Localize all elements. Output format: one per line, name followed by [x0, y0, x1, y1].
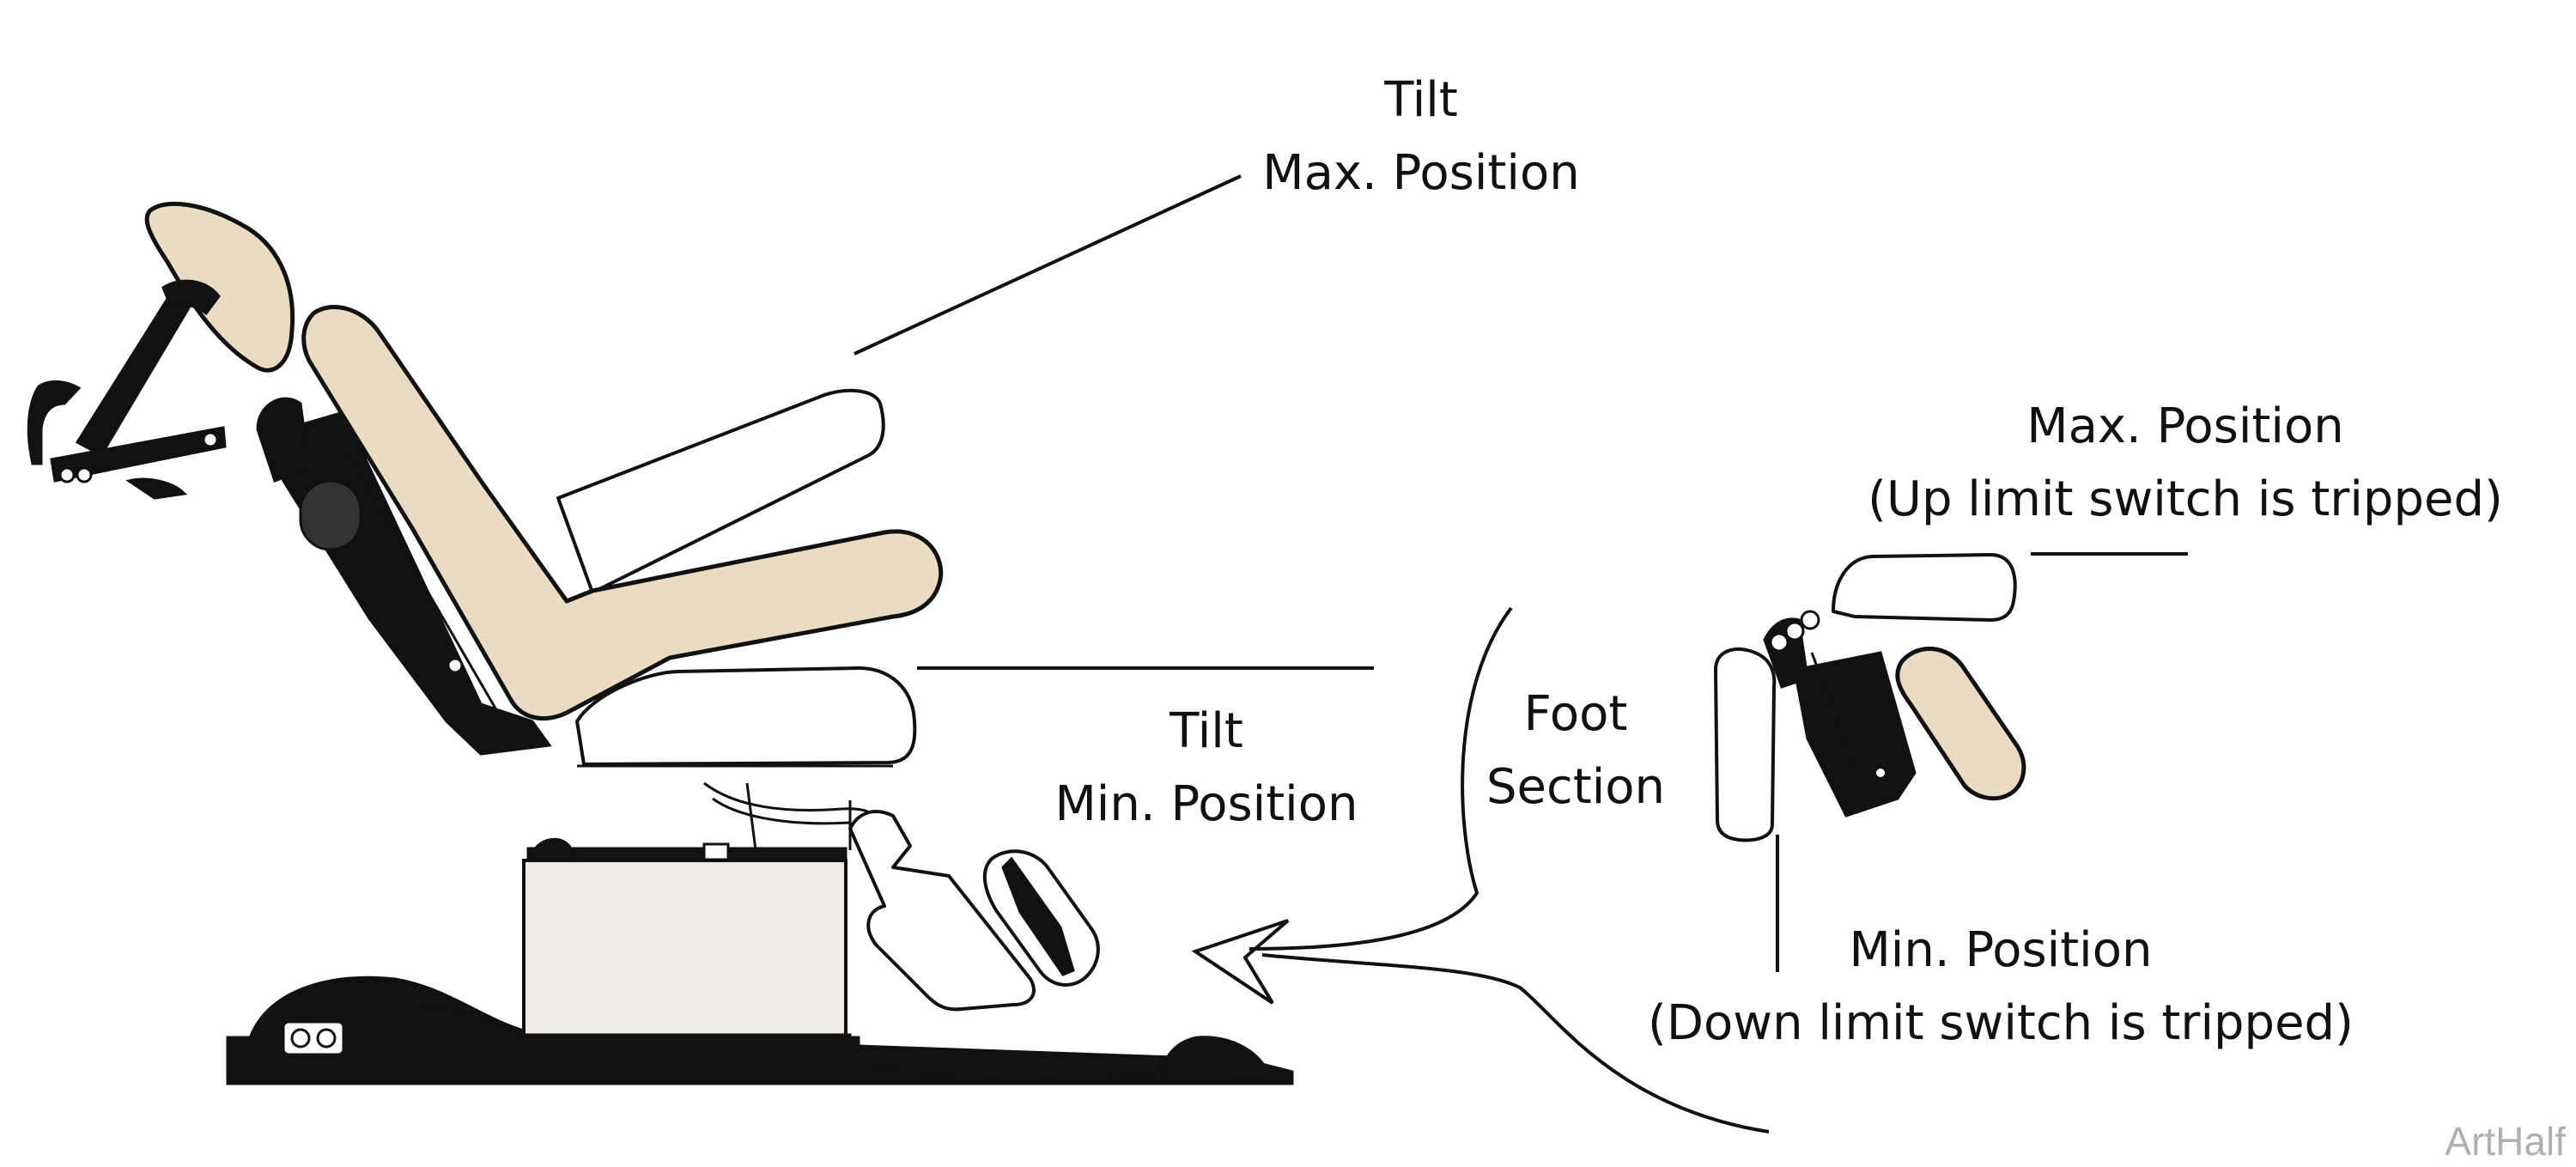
label-tilt-max: Tilt Max. Position	[1262, 72, 1579, 201]
label-foot-max-line2: (Up limit switch is tripped)	[1868, 471, 2503, 527]
label-foot-max-line1: Max. Position	[2026, 398, 2343, 454]
label-tilt-min-line1: Tilt	[1169, 703, 1243, 759]
foot-pad-min-position	[1714, 647, 1777, 842]
label-tilt-min: Tilt Min. Position	[1054, 703, 1358, 832]
foot-section-closeup	[1714, 553, 2026, 842]
label-tilt-max-line1: Tilt	[1383, 72, 1458, 128]
label-foot-min-line1: Min. Position	[1849, 922, 2152, 978]
label-foot-max: Max. Position (Up limit switch is trippe…	[1868, 398, 2503, 527]
exam-chair-illustration	[27, 201, 1294, 1085]
label-foot-min: Min. Position (Down limit switch is trip…	[1648, 922, 2354, 1051]
label-foot-min-line2: (Down limit switch is tripped)	[1648, 995, 2354, 1051]
label-foot-section-line1: Foot	[1524, 686, 1628, 742]
chair-base	[226, 837, 1294, 1085]
chair-foot-section	[848, 810, 1100, 1012]
watermark: ArtHalf	[2445, 1119, 2566, 1164]
seat-max-position	[556, 388, 885, 594]
headrest-assembly	[27, 201, 295, 500]
curved-arrow	[1191, 606, 1770, 1134]
chair-back-and-seat	[301, 305, 944, 721]
leader-tilt-max	[854, 174, 1242, 356]
foot-pad-current	[1895, 647, 2026, 801]
chair-column	[703, 781, 879, 851]
foot-pad-max-position	[1832, 553, 2017, 622]
label-tilt-max-line2: Max. Position	[1262, 145, 1579, 201]
label-foot-section-line2: Section	[1486, 759, 1665, 815]
seat-min-position	[575, 666, 917, 766]
label-foot-section: Foot Section	[1486, 686, 1665, 815]
label-tilt-min-line2: Min. Position	[1054, 776, 1358, 832]
back-mechanism	[256, 397, 552, 756]
